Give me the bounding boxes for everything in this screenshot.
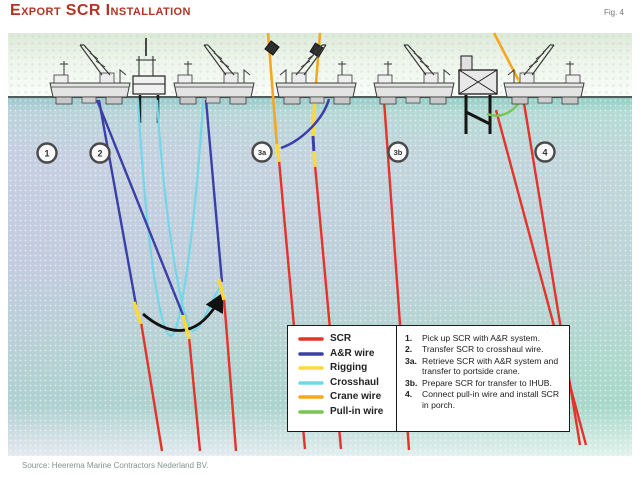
step-item: 4. Connect pull-in wire and install SCR …: [405, 389, 565, 411]
svg-text:2: 2: [97, 149, 102, 159]
step-text: Transfer SCR to crosshaul wire.: [422, 344, 544, 355]
legend-item: A&R wire: [298, 347, 392, 359]
legend-item: Pull-in wire: [298, 405, 392, 417]
ar-wire: [204, 99, 224, 283]
svg-text:4: 4: [542, 148, 547, 158]
step-marker-1: 1: [36, 142, 58, 164]
ar-wire: [95, 99, 187, 321]
legend-item: Crane wire: [298, 392, 392, 402]
legend-swatch-line: [298, 351, 324, 356]
step-item: 3b. Prepare SCR for transfer to IHUB.: [405, 378, 565, 389]
procedure-box: 1. Pick up SCR with A&R system. 2. Trans…: [396, 325, 570, 432]
crane-vessel-icon: [49, 44, 131, 105]
step-text: Pick up SCR with A&R system.: [422, 333, 540, 343]
crosshaul-wire: [136, 99, 205, 338]
step-marker-2: 2: [89, 142, 111, 164]
legend-label: A&R wire: [330, 347, 375, 359]
crosshaul-wire: [155, 99, 221, 333]
ihub-structure: [458, 55, 498, 134]
legend-label: Crane wire: [330, 391, 382, 402]
legend-box: SCR A&R wire Rigging Crosshaul Crane wir…: [287, 325, 397, 432]
scr-line: [494, 109, 588, 446]
legend-swatch-line: [298, 395, 324, 399]
rigging-segment: [312, 150, 317, 168]
scr-line: [222, 297, 238, 452]
step-item: 3a. Retrieve SCR with A&R system and tra…: [405, 356, 565, 378]
step-text: Prepare SCR for transfer to IHUB.: [422, 377, 552, 388]
step-item: 2. Transfer SCR to crosshaul wire.: [405, 344, 565, 355]
step-marker-4: 4: [534, 141, 556, 163]
legend-swatch-line: [298, 366, 324, 370]
rigging-segment: [181, 314, 191, 340]
legend-swatch-line: [298, 409, 324, 414]
legend-item: SCR: [298, 334, 392, 344]
ar-wire: [311, 135, 316, 154]
scr-line: [139, 321, 164, 452]
rigging-segment: [275, 143, 281, 163]
step-item: 1. Pick up SCR with A&R system.: [405, 333, 565, 344]
svg-text:3b: 3b: [394, 148, 403, 157]
ar-wire: [280, 98, 331, 150]
crane-vessel-icon: [173, 44, 255, 105]
svg-text:1: 1: [44, 149, 49, 159]
legend-swatch-line: [298, 337, 324, 341]
step-marker-3a: 3a: [251, 141, 273, 163]
scr-line: [187, 336, 202, 452]
step-text: Retrieve SCR with A&R system and transfe…: [422, 355, 559, 377]
legend-label: SCR: [330, 333, 352, 344]
legend-label: Crosshaul: [330, 376, 379, 388]
step-text: Connect pull-in wire and install SCR in …: [422, 389, 560, 410]
source-credit: Source: Heerema Marine Contractors Neder…: [22, 461, 209, 470]
page-title: Export SCR Installation: [10, 2, 191, 19]
step-number: 4.: [405, 389, 413, 400]
figure-number: Fig. 4: [604, 8, 625, 17]
legend-label: Pull-in wire: [330, 405, 384, 417]
legend-item: Crosshaul: [298, 376, 392, 388]
rigging-segment: [217, 278, 226, 301]
svg-text:3a: 3a: [258, 148, 267, 157]
step-number: 2.: [405, 344, 413, 355]
ar-wire: [97, 99, 138, 306]
step-number: 3b.: [405, 377, 418, 388]
rigging-segment: [132, 301, 143, 325]
crane-vessel-icon: [373, 44, 455, 105]
step-number: 1.: [405, 333, 413, 343]
crane-wire: [492, 32, 521, 82]
crane-hook-block: [264, 40, 280, 56]
legend-item: Rigging: [298, 363, 392, 373]
legend-swatch-line: [298, 380, 324, 385]
legend-label: Rigging: [330, 362, 368, 373]
step-marker-3b: 3b: [387, 141, 409, 163]
step-number: 3a.: [405, 355, 417, 366]
